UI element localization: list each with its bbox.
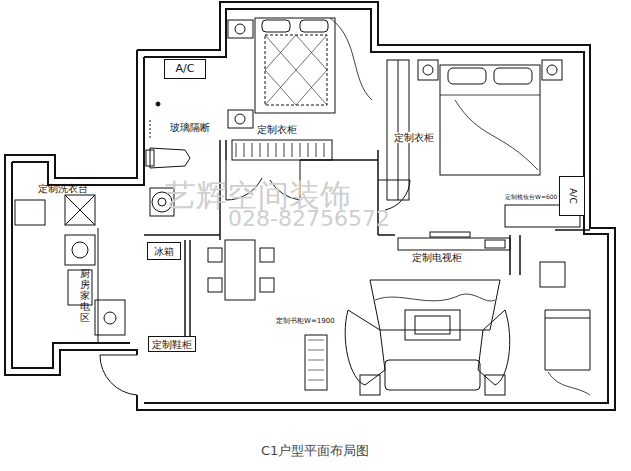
caption: C1户型平面布局图 bbox=[261, 444, 369, 458]
box-label: A/C bbox=[567, 188, 577, 203]
equipment-box: 冰箱 bbox=[147, 242, 181, 260]
room-label: 玻璃隔断 bbox=[170, 122, 210, 133]
box-label: A/C bbox=[176, 63, 195, 75]
room-label: 定制电视柜 bbox=[412, 252, 462, 263]
equipment-box: 定制鞋柜 bbox=[148, 336, 196, 352]
equipment-box: A/C bbox=[164, 59, 206, 79]
room-label: 厨房家电区 bbox=[80, 268, 90, 323]
room-label: 定制书柜W=1900 bbox=[276, 318, 335, 326]
room-label: 定制洗衣台 bbox=[38, 183, 88, 194]
equipment-box: A/C bbox=[559, 176, 585, 216]
box-label: 冰箱 bbox=[154, 246, 174, 257]
room-label: 定制衣柜 bbox=[256, 124, 298, 135]
watermark: 028-82756572 bbox=[228, 207, 390, 231]
box-label: 定制鞋柜 bbox=[152, 339, 192, 350]
room-label: 定制衣柜 bbox=[393, 132, 435, 143]
room-label: 定制梳妆台W=600 bbox=[505, 194, 557, 201]
